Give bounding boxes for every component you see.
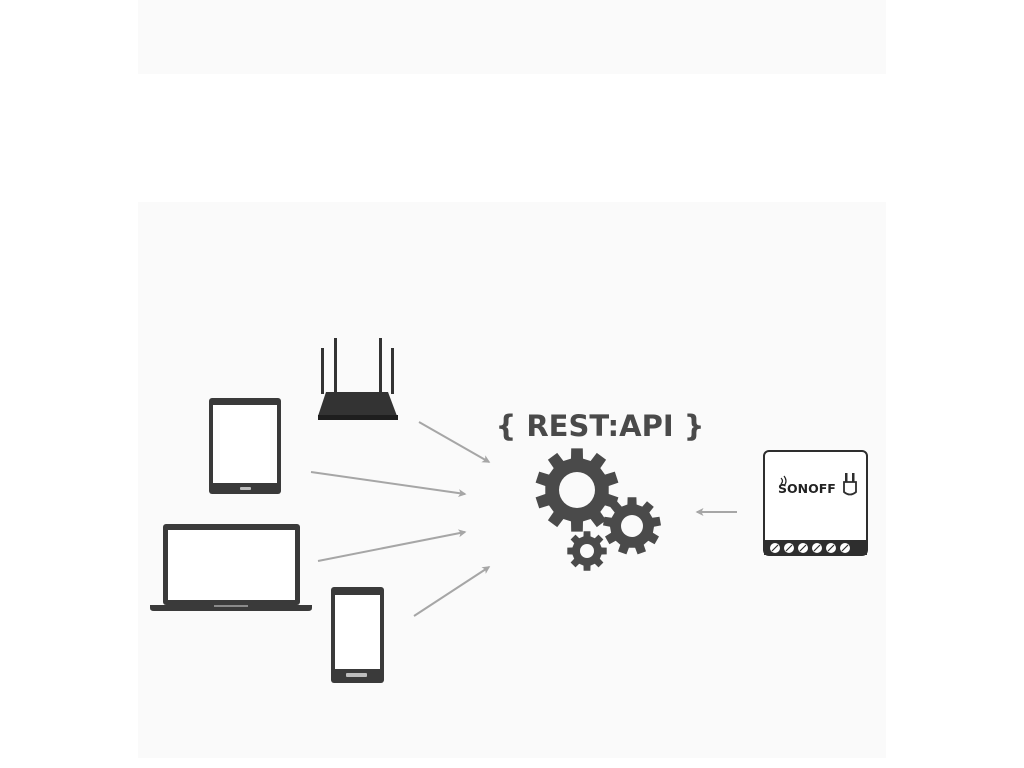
connection-arrows xyxy=(310,421,737,617)
gears-icon xyxy=(535,448,661,571)
arrow-smartphone-to-api xyxy=(413,566,491,617)
terminal-screw-slot xyxy=(771,544,779,552)
terminal-screw-slot xyxy=(799,544,807,552)
gear-hole xyxy=(621,515,643,537)
large-gear-icon xyxy=(535,448,619,532)
gear-hole xyxy=(580,544,594,558)
smartphone-icon xyxy=(331,587,384,683)
power-button-icon xyxy=(843,473,857,496)
sonoff-switch-icon: SONOFF xyxy=(763,450,868,556)
device-brand-label: SONOFF xyxy=(778,481,836,496)
terminal-screw-slot xyxy=(841,544,849,552)
rest-api-label: { REST:API } xyxy=(496,409,705,443)
wifi-signal-icon xyxy=(780,475,787,487)
terminal-screw-slot xyxy=(827,544,835,552)
tablet-icon xyxy=(209,398,281,494)
background-gap xyxy=(138,74,886,202)
arrow-router-to-api xyxy=(418,421,491,463)
laptop-icon xyxy=(150,524,312,611)
arrow-laptop-to-api xyxy=(317,529,467,562)
terminal-screws xyxy=(770,543,850,553)
terminal-screw-slot xyxy=(785,544,793,552)
arrow-tablet-to-api xyxy=(310,471,467,498)
small-gear-icon xyxy=(567,531,607,571)
router-icon xyxy=(318,338,398,420)
gear-hole xyxy=(559,472,595,508)
medium-gear-icon xyxy=(603,497,661,555)
terminal-screw-slot xyxy=(813,544,821,552)
